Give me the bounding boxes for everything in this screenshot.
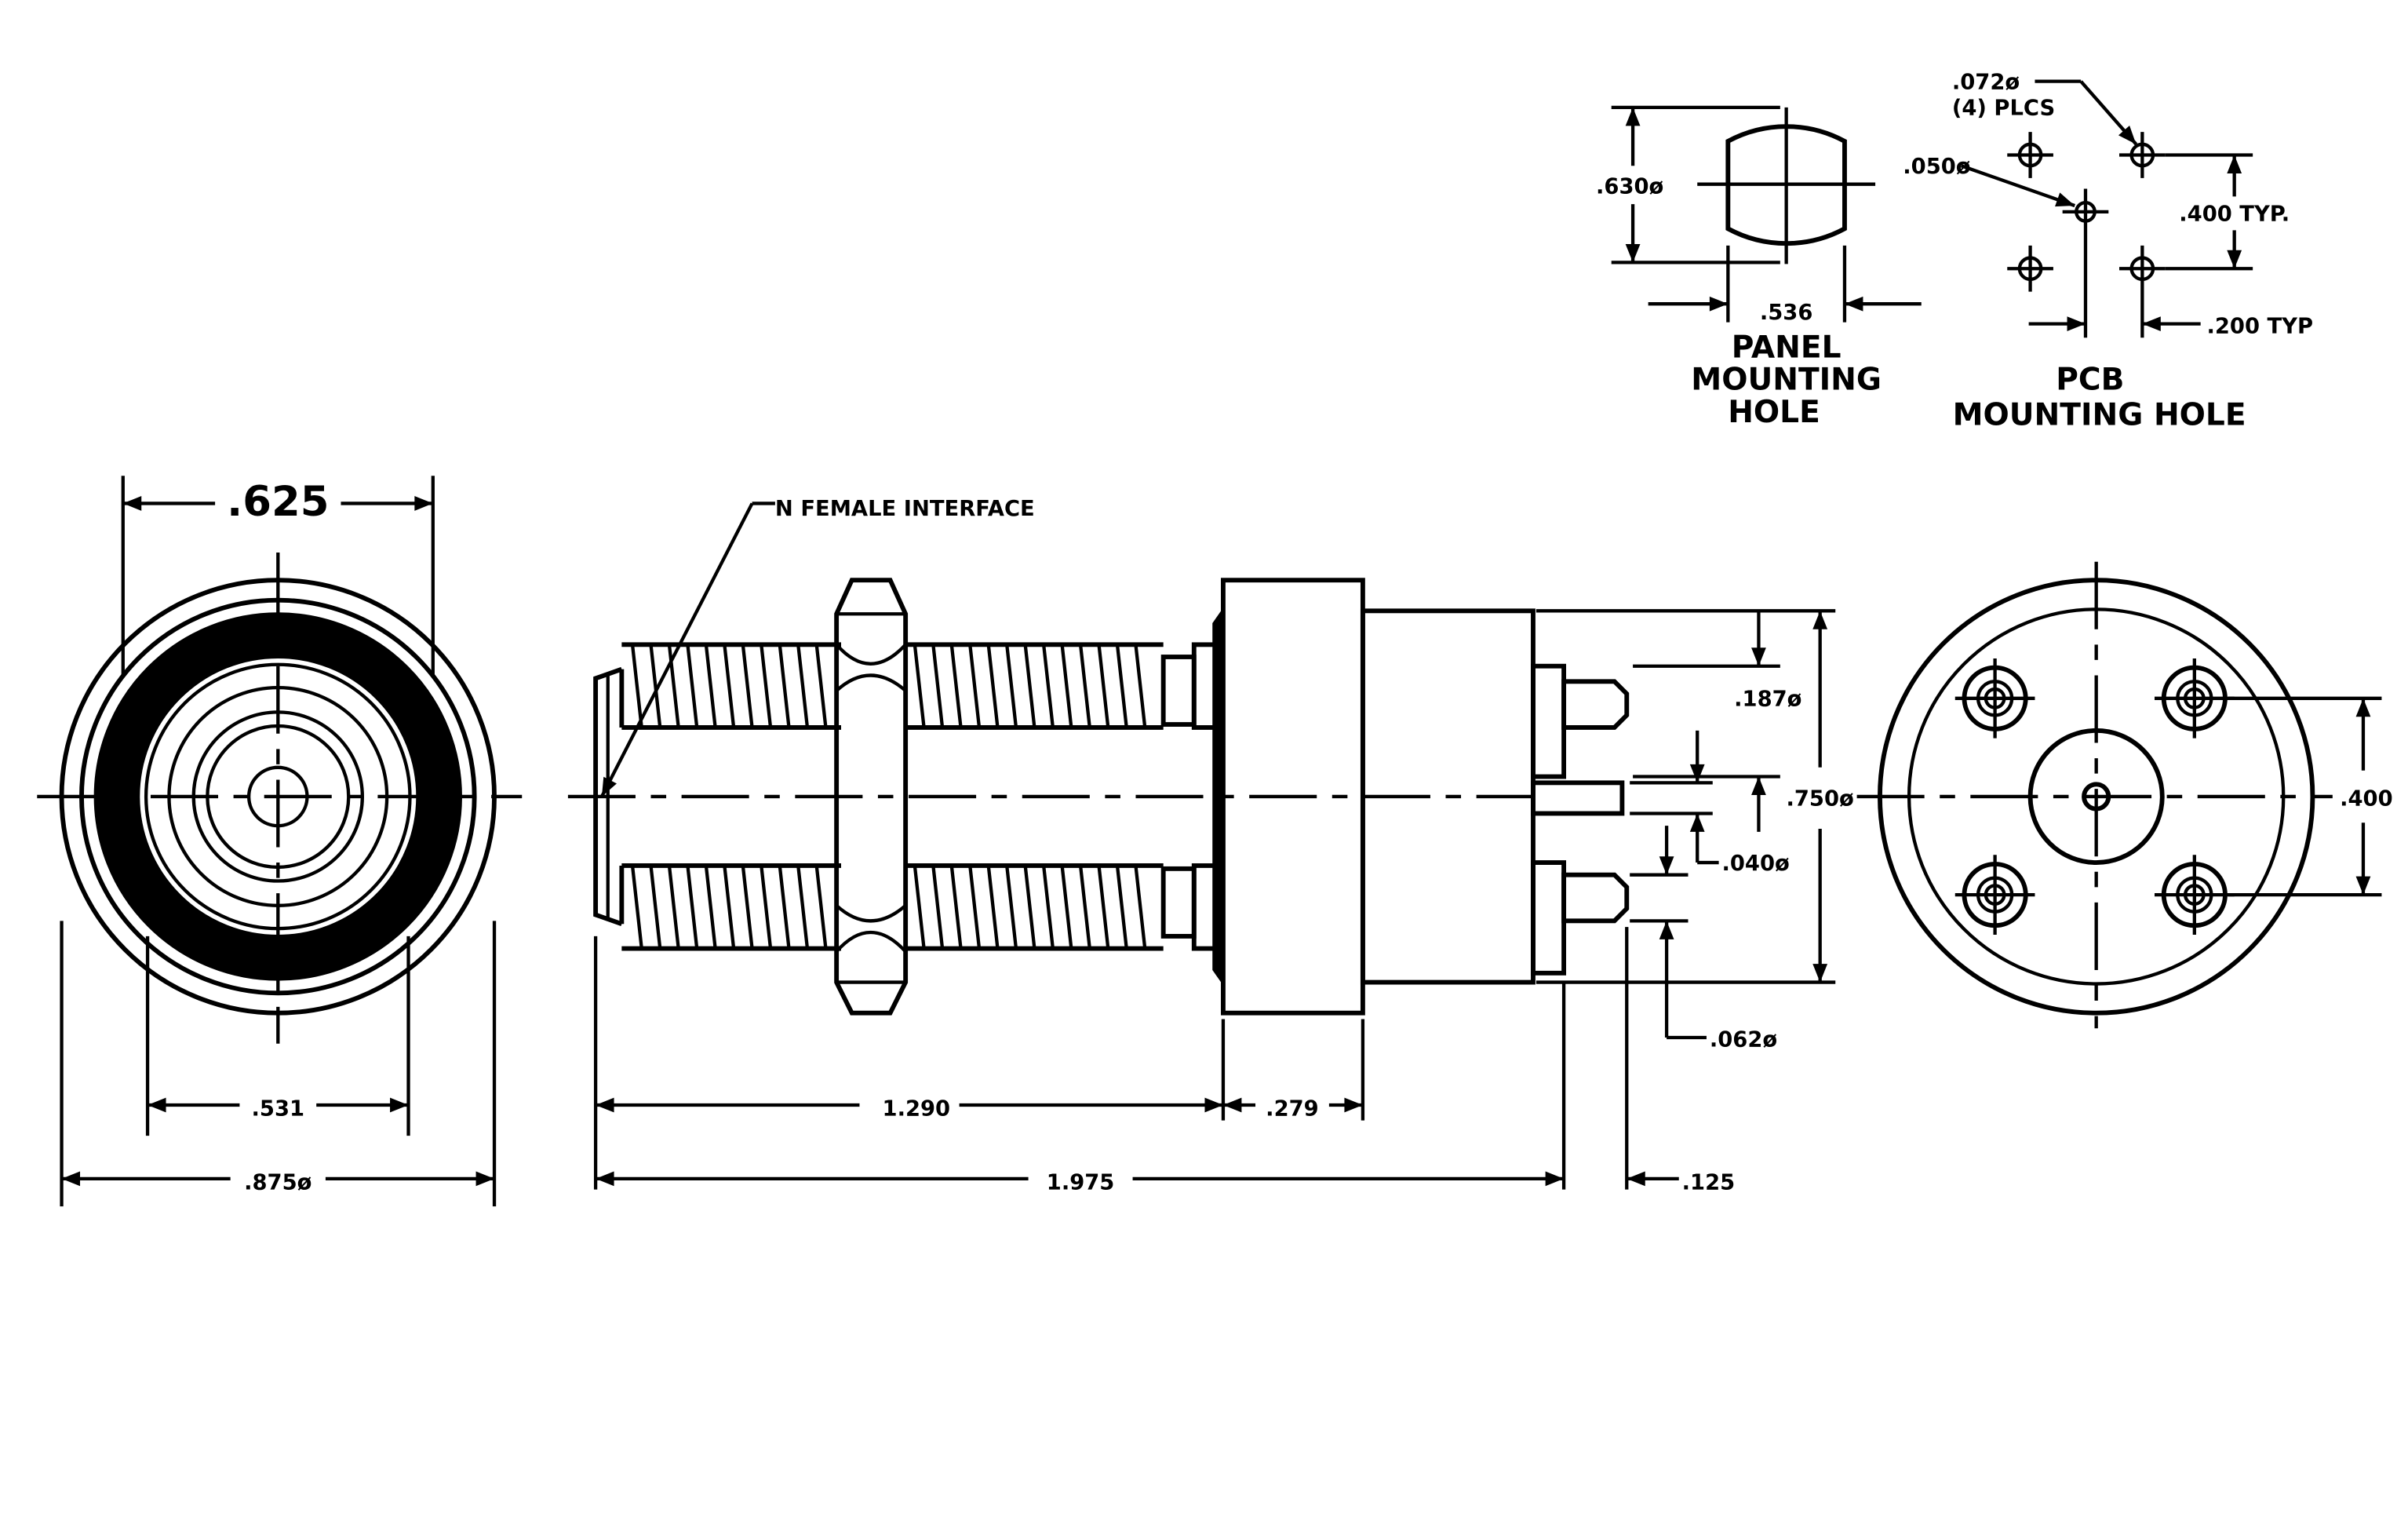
dim-overall: 1.975 xyxy=(1047,1171,1115,1195)
dim-center-pin: .040ø xyxy=(1722,852,1790,876)
dim-outer-pin: .062ø xyxy=(1710,1028,1777,1052)
pcb-mounting-hole: .400 TYP. .200 TYP .072ø (4) PLCS .050ø … xyxy=(1903,70,2313,432)
front-dim-inner: .531 xyxy=(252,1097,305,1122)
pins xyxy=(1531,663,1630,976)
panel-dim-width: .536 xyxy=(1760,301,1813,325)
pcb-title-line2: MOUNTING HOLE xyxy=(1953,398,2246,433)
callout-interface: N FEMALE INTERFACE xyxy=(775,497,1035,521)
side-view: N FEMALE INTERFACE 1.290 .279 1.975 .125… xyxy=(567,497,1854,1195)
dim-flange: .279 xyxy=(1266,1097,1319,1122)
lower-thread xyxy=(621,863,1219,951)
gasket xyxy=(1212,607,1223,986)
front-dim-outer: .875ø xyxy=(244,1171,311,1195)
front-view: .625 .531 .875ø xyxy=(37,476,523,1207)
pcb-title-line1: PCB xyxy=(2056,363,2124,398)
upper-thread xyxy=(621,642,1219,730)
pcb-dim-center-hole: .050ø xyxy=(1903,155,1970,179)
rear-pin-grid xyxy=(1954,658,2235,935)
pcb-dim-outer-holes: .072ø xyxy=(1952,70,2020,94)
rear-view: .400 xyxy=(1856,561,2393,1029)
pcb-dim-outer-qty: (4) PLCS xyxy=(1952,97,2055,121)
hex-nut xyxy=(834,578,909,1016)
dim-body-dia: .750ø xyxy=(1787,787,1854,812)
rear-dim-spacing: .400 xyxy=(2340,787,2393,812)
dim-pin-length: .125 xyxy=(1682,1171,1736,1195)
front-dim-top: .625 xyxy=(227,478,329,526)
dim-length-front: 1.290 xyxy=(883,1097,951,1122)
panel-title-line2: MOUNTING xyxy=(1691,363,1882,398)
pcb-dim-spacing: .400 TYP. xyxy=(2179,202,2290,227)
pcb-dim-half: .200 TYP xyxy=(2206,314,2313,338)
dim-pin-dia: .187ø xyxy=(1734,688,1801,712)
panel-mounting-hole: .630ø .536 PANEL MOUNTING HOLE xyxy=(1596,105,1922,430)
panel-title-line1: PANEL xyxy=(1732,330,1842,366)
panel-title-line3: HOLE xyxy=(1728,395,1820,430)
panel-dim-height: .630ø xyxy=(1596,174,1663,199)
